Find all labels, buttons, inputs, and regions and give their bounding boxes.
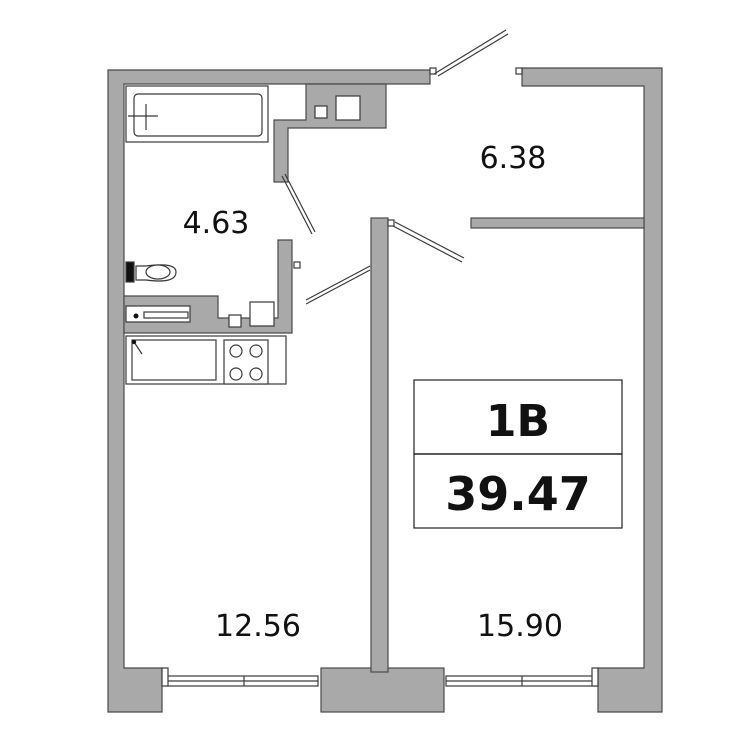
doors <box>281 29 523 305</box>
bathtub <box>125 85 269 143</box>
kitchen-door-leaf <box>305 265 371 301</box>
bottom-pier <box>320 667 445 713</box>
outer-wall-left <box>107 69 431 713</box>
stove <box>223 339 269 385</box>
entrance-door-leaf-2 <box>437 33 509 77</box>
toilet <box>125 261 177 283</box>
entrance-door-jamb-left <box>429 67 437 75</box>
bedroom-door-jamb <box>387 219 395 227</box>
windows <box>161 667 599 687</box>
apartment-total-area: 39.47 <box>445 467 591 521</box>
room-area-bedroom: 15.90 <box>477 609 563 644</box>
shaft-small-2 <box>228 314 242 328</box>
room-area-bathroom: 4.63 <box>183 206 250 241</box>
bathroom-door-jamb <box>293 261 301 269</box>
room-area-kitchen: 12.56 <box>215 609 301 644</box>
entrance-door-leaf <box>433 29 507 75</box>
shaft-large <box>335 95 361 121</box>
bathroom-upper-partition <box>273 83 387 183</box>
bathroom-door-leaf <box>281 175 313 235</box>
shaft-large-2 <box>249 301 275 327</box>
apartment-type: 1В <box>486 396 550 447</box>
partition-kitchen-bedroom <box>370 217 389 673</box>
bathroom-door-leaf-2 <box>284 173 316 233</box>
bedroom-door-leaf <box>392 225 463 263</box>
shaft-small <box>314 105 328 119</box>
entrance-door-jamb-right <box>515 67 523 75</box>
kitchen-window <box>161 667 319 687</box>
washing-machine <box>125 305 191 323</box>
bedroom-window <box>445 667 599 687</box>
partition-hall-bedroom <box>470 217 645 229</box>
room-area-hall: 6.38 <box>480 141 547 176</box>
bedroom-door-leaf-2 <box>394 221 465 259</box>
apartment-info-box: 1В 39.47 <box>413 379 623 529</box>
kitchen-door-leaf-2 <box>305 269 371 305</box>
